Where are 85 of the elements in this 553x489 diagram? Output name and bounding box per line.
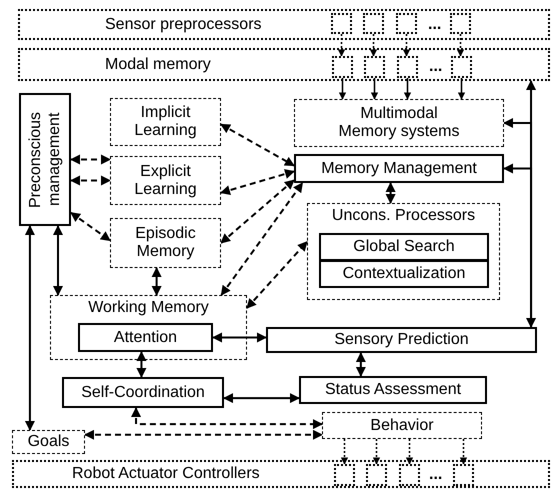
empty-box <box>453 464 474 486</box>
empty-box <box>451 56 472 78</box>
node-label: Self-Coordination <box>81 384 205 402</box>
arrow <box>386 182 396 204</box>
arrow <box>370 78 378 100</box>
node-label: Working Memory <box>88 299 209 317</box>
empty-box <box>399 464 420 486</box>
arrow <box>458 78 466 100</box>
process-box <box>322 412 482 439</box>
arrow <box>526 80 536 328</box>
process-box <box>12 430 85 454</box>
arrow <box>456 34 464 57</box>
arrow <box>370 34 378 57</box>
node-label: Contextualization <box>342 265 466 283</box>
node-label: Multimodal Memory systems <box>338 105 460 141</box>
process-box <box>110 218 221 268</box>
ellipsis-label: ... <box>429 60 442 74</box>
node-label: Sensory Prediction <box>334 331 469 349</box>
node-label: Sensor preprocessors <box>105 16 262 34</box>
process-box <box>62 377 224 408</box>
group-box <box>307 203 500 300</box>
arrow <box>356 352 366 377</box>
process-box <box>294 99 504 147</box>
arrow <box>338 78 346 100</box>
node-label: Memory Management <box>321 160 477 178</box>
arrow <box>404 78 412 100</box>
node-label: Goals <box>28 433 70 451</box>
arrow <box>84 430 323 440</box>
empty-box <box>363 13 384 34</box>
node-label: Modal memory <box>105 56 211 74</box>
node-label: Global Search <box>353 238 455 256</box>
process-box <box>299 376 487 404</box>
arrow <box>338 34 346 57</box>
ellipsis-label: ... <box>429 468 442 482</box>
arrow <box>340 439 348 465</box>
empty-box <box>332 56 353 78</box>
process-box <box>110 156 221 205</box>
arrow <box>402 34 410 57</box>
empty-box <box>366 464 387 486</box>
arrow <box>220 182 304 296</box>
node-label: Implicit Learning <box>133 104 198 140</box>
group-box <box>50 295 247 360</box>
arrow <box>24 225 35 431</box>
arrow <box>212 332 267 342</box>
empty-box <box>364 56 385 78</box>
empty-box <box>450 13 471 34</box>
arrow <box>53 225 63 296</box>
node-label: Explicit Learning <box>133 162 198 198</box>
node-label: Status Assessment <box>324 381 462 399</box>
vertical-box <box>19 93 71 226</box>
process-box <box>319 233 489 261</box>
arrow <box>136 351 146 378</box>
node-label: Robot Actuator Controllers <box>72 465 260 483</box>
process-box <box>110 98 221 146</box>
ellipsis-label: ... <box>428 18 442 32</box>
process-box <box>319 260 489 288</box>
band <box>18 48 550 81</box>
arrow <box>503 164 532 327</box>
empty-box <box>334 464 355 486</box>
arrow <box>152 267 162 296</box>
arrow <box>246 241 308 309</box>
arrow <box>220 124 295 166</box>
band <box>18 9 550 40</box>
empty-box <box>331 13 352 34</box>
arrow <box>220 179 295 244</box>
arrow <box>70 154 111 164</box>
node-label: Behavior <box>370 416 434 434</box>
empty-box <box>396 13 417 34</box>
arrow <box>70 212 111 242</box>
process-box <box>266 327 537 353</box>
arrow <box>406 439 414 465</box>
arrow <box>223 393 300 404</box>
arrow <box>460 439 468 465</box>
node-label: Preconscious management <box>26 110 64 210</box>
arrow <box>131 407 323 430</box>
arrow <box>70 176 111 186</box>
process-box <box>78 323 213 352</box>
node-label: Episodic Memory <box>134 225 197 261</box>
empty-box <box>397 56 418 78</box>
node-label: Uncons. Processors <box>332 207 476 225</box>
node-label: Attention <box>114 328 178 346</box>
band <box>12 460 550 488</box>
process-box <box>294 154 504 183</box>
arrow <box>372 439 380 465</box>
arrow <box>220 169 295 196</box>
